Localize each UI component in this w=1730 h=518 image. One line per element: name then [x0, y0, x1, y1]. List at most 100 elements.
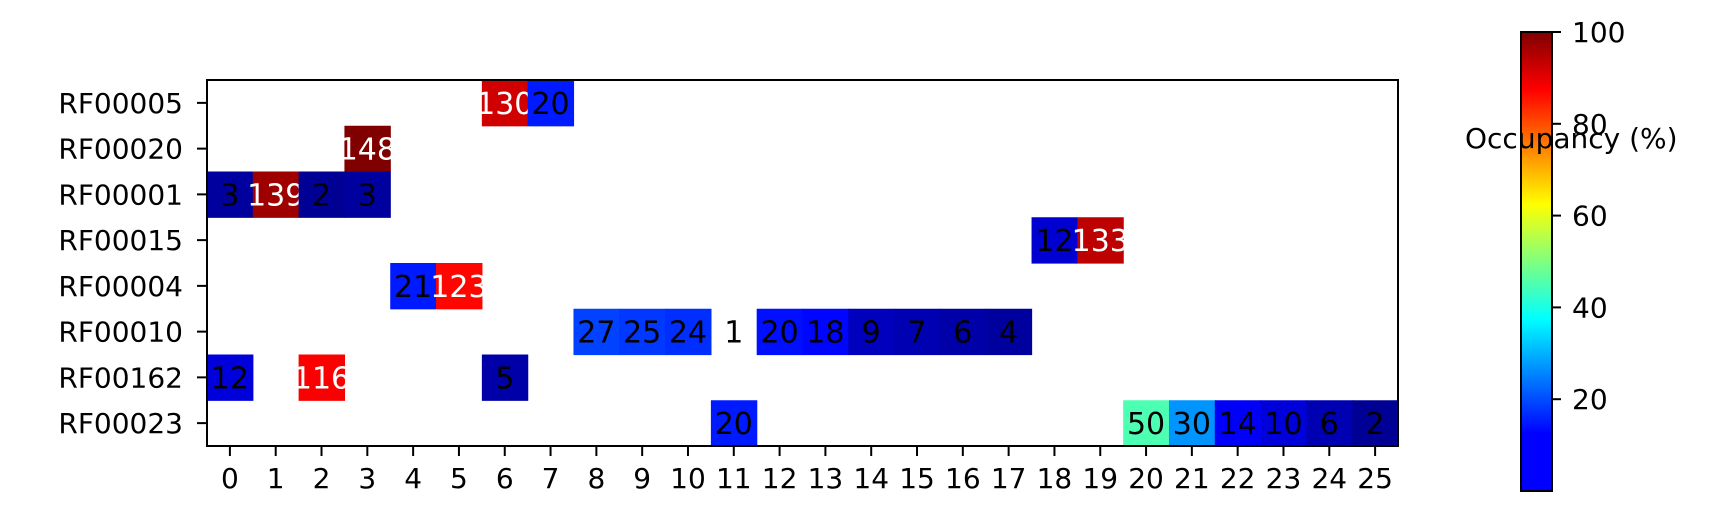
- heatmap-cell: [481, 80, 529, 127]
- heatmap-cell: [344, 125, 391, 173]
- heatmap-cell: [527, 80, 575, 127]
- heatmap-cell: [298, 354, 346, 401]
- cell-value-label: 21: [394, 270, 432, 305]
- x-tick-label: 22: [1220, 462, 1256, 495]
- cell-value-label: 12: [1035, 224, 1073, 259]
- heatmap-cell: [1214, 400, 1262, 447]
- x-tick-label: 17: [991, 462, 1027, 495]
- heatmap-cell: [848, 308, 895, 356]
- cell-value-label: 18: [806, 316, 844, 351]
- x-tick-label: 10: [670, 462, 706, 495]
- heatmap-cell: [619, 308, 666, 356]
- cell-value-label: 20: [761, 316, 799, 351]
- y-tick-label: RF00015: [58, 224, 183, 257]
- cell-value-label: 27: [577, 316, 615, 351]
- heatmap-cell: [390, 263, 437, 310]
- cell-value-label: 6: [953, 316, 972, 351]
- heatmap-cell: [344, 171, 391, 218]
- heatmap-cell: [207, 171, 254, 218]
- cell-value-label: 25: [623, 316, 661, 351]
- y-tick-label: RF00005: [58, 87, 183, 120]
- heatmap-cell: [1260, 400, 1307, 447]
- cell-value-label: 139: [247, 178, 304, 213]
- heatmap-cell: [894, 308, 941, 356]
- heatmap-cell: [1168, 400, 1216, 447]
- x-tick-label: 16: [945, 462, 981, 495]
- heatmap-cell: [573, 308, 620, 356]
- heatmap-cell: [1352, 400, 1399, 447]
- x-tick-label: 6: [496, 462, 514, 495]
- x-tick-label: 3: [358, 462, 376, 495]
- heatmap-cell: [802, 308, 849, 356]
- y-tick-label: RF00004: [58, 270, 183, 303]
- cell-value-label: 4: [999, 316, 1018, 351]
- x-tick-label: 20: [1128, 462, 1164, 495]
- y-axis: RF00005RF00020RF00001RF00015RF00004RF000…: [58, 87, 207, 440]
- x-tick-label: 21: [1174, 462, 1210, 495]
- colorbar-tick-label: 100: [1572, 16, 1625, 49]
- x-tick-label: 25: [1357, 462, 1393, 495]
- x-tick-label: 15: [899, 462, 935, 495]
- x-tick-label: 0: [221, 462, 239, 495]
- cell-value-label: 12: [211, 361, 249, 396]
- y-tick-label: RF00001: [58, 178, 183, 211]
- x-tick-label: 14: [853, 462, 889, 495]
- cell-value-label: 10: [1264, 407, 1302, 442]
- colorbar-tick-label: 60: [1572, 200, 1608, 233]
- heatmap-cell: [1123, 400, 1170, 447]
- colorbar-label: Occupancy (%): [1465, 122, 1678, 155]
- x-tick-label: 24: [1311, 462, 1347, 495]
- heatmap-cell: [436, 263, 483, 310]
- cell-value-label: 116: [293, 361, 350, 396]
- x-tick-label: 23: [1266, 462, 1302, 495]
- cell-value-label: 1: [724, 316, 743, 351]
- y-tick-label: RF00162: [58, 361, 183, 394]
- cell-value-label: 14: [1219, 407, 1257, 442]
- colorbar-gradient: [1520, 31, 1553, 492]
- x-tick-label: 8: [587, 462, 605, 495]
- cell-value-label: 133: [1072, 224, 1129, 259]
- heatmap-cell: [756, 308, 804, 356]
- heatmap-cell: [939, 308, 987, 356]
- cell-value-label: 9: [862, 316, 881, 351]
- cell-value-label: 3: [220, 178, 239, 213]
- cell-value-label: 3: [358, 178, 377, 213]
- cell-value-label: 130: [476, 87, 533, 122]
- heatmap-cell: [1077, 217, 1124, 264]
- cell-value-label: 5: [495, 361, 514, 396]
- x-tick-label: 18: [1037, 462, 1073, 495]
- heatmap-cell: [252, 171, 300, 218]
- y-tick-label: RF00010: [58, 316, 183, 349]
- x-tick-label: 5: [450, 462, 468, 495]
- cell-value-label: 2: [1366, 407, 1385, 442]
- cell-value-label: 20: [531, 87, 569, 122]
- x-tick-label: 9: [633, 462, 651, 495]
- x-tick-label: 1: [267, 462, 285, 495]
- x-tick-label: 19: [1082, 462, 1118, 495]
- heatmap-cell: [665, 308, 712, 356]
- heatmap-cell: [1306, 400, 1353, 447]
- colorbar-tick-label: 20: [1572, 383, 1608, 416]
- cell-value-label: 148: [339, 133, 396, 168]
- heatmap-cell: [298, 171, 346, 218]
- cell-value-label: 2: [312, 178, 331, 213]
- cell-value-label: 20: [715, 407, 753, 442]
- cell-value-label: 7: [907, 316, 926, 351]
- heatmap-cell: [481, 354, 529, 401]
- plot-frame: [206, 79, 1399, 447]
- heatmap-cell: [1031, 217, 1078, 264]
- x-tick-label: 2: [313, 462, 331, 495]
- cell-value-label: 123: [430, 270, 487, 305]
- heatmap-cell: [207, 354, 254, 401]
- x-tick-label: 12: [762, 462, 798, 495]
- cell-value-label: 30: [1173, 407, 1211, 442]
- y-tick-label: RF00020: [58, 133, 183, 166]
- x-tick-label: 11: [716, 462, 752, 495]
- heatmap-cell: [985, 308, 1033, 356]
- colorbar-tick-label: 80: [1572, 108, 1608, 141]
